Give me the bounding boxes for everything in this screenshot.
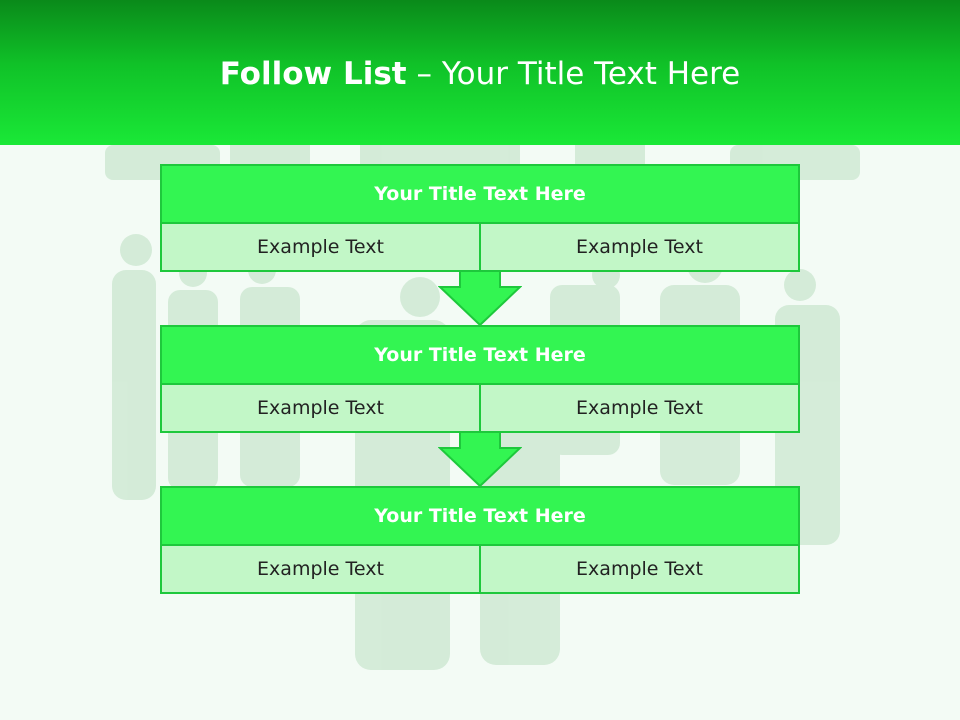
block-title[interactable]: Your Title Text Here bbox=[162, 488, 798, 546]
list-block-2: Your Title Text Here Example Text Exampl… bbox=[160, 325, 800, 433]
block-cell-left[interactable]: Example Text bbox=[257, 397, 384, 419]
block-title[interactable]: Your Title Text Here bbox=[162, 327, 798, 385]
down-arrow-icon bbox=[438, 271, 522, 327]
slide-header-band: Follow List – Your Title Text Here bbox=[0, 0, 960, 145]
block-cell-right[interactable]: Example Text bbox=[479, 224, 798, 270]
slide-title-rest: – Your Title Text Here bbox=[406, 56, 741, 92]
list-block-1: Your Title Text Here Example Text Exampl… bbox=[160, 164, 800, 272]
block-cell-right[interactable]: Example Text bbox=[479, 546, 798, 592]
slide-title: Follow List – Your Title Text Here bbox=[0, 56, 960, 92]
block-cell-left[interactable]: Example Text bbox=[257, 558, 384, 580]
slide-title-bold: Follow List bbox=[219, 56, 407, 92]
down-arrow-icon bbox=[438, 432, 522, 488]
block-cell-right[interactable]: Example Text bbox=[479, 385, 798, 431]
block-cell-left[interactable]: Example Text bbox=[257, 236, 384, 258]
list-block-3: Your Title Text Here Example Text Exampl… bbox=[160, 486, 800, 594]
block-title[interactable]: Your Title Text Here bbox=[162, 166, 798, 224]
